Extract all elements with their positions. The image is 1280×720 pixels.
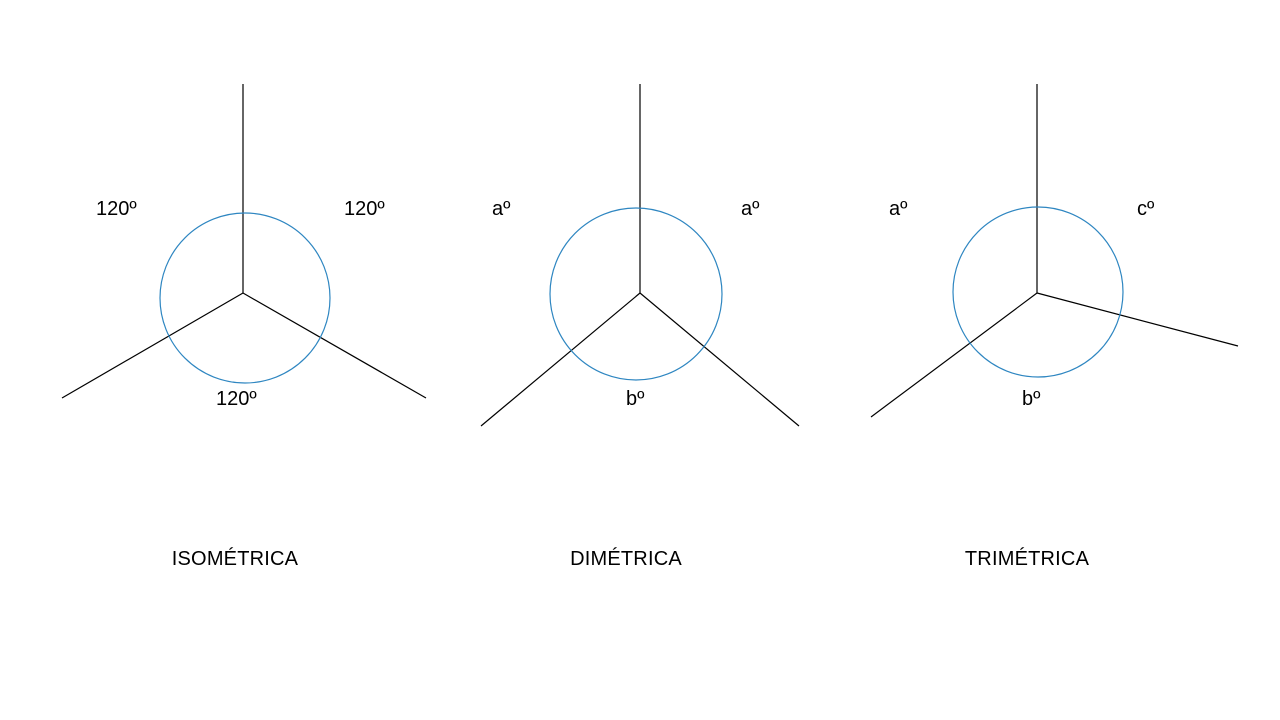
dimetric-right-angle-label: aº [741,198,760,220]
isometric-left-axis [61,292,244,399]
trimetric-left-angle-label: aº [889,198,908,220]
isometric-angle-circle [159,212,331,384]
trimetric-panel: aº cº bº TRIMÉTRICA [870,84,1239,570]
isometric-right-axis [242,292,427,399]
isometric-right-angle-label: 120º [344,198,385,220]
dimetric-left-axis [480,292,641,427]
isometric-caption: ISOMÉTRICA [172,547,299,570]
isometric-bottom-angle-label: 120º [216,388,257,410]
trimetric-caption: TRIMÉTRICA [965,547,1090,570]
dimetric-panel: aº aº bº DIMÉTRICA [480,84,800,570]
dimetric-bottom-angle-label: bº [626,388,645,410]
trimetric-angle-circle [952,206,1124,378]
dimetric-left-angle-label: aº [492,198,511,220]
trimetric-right-axis [1036,292,1239,347]
isometric-left-angle-label: 120º [96,198,137,220]
isometric-panel: 120º 120º 120º ISOMÉTRICA [61,84,427,570]
trimetric-right-angle-label: cº [1137,198,1155,220]
trimetric-bottom-angle-label: bº [1022,388,1041,410]
dimetric-caption: DIMÉTRICA [570,547,682,570]
dimetric-angle-circle [549,207,723,381]
trimetric-left-axis [870,292,1038,418]
dimetric-right-axis [639,292,800,427]
